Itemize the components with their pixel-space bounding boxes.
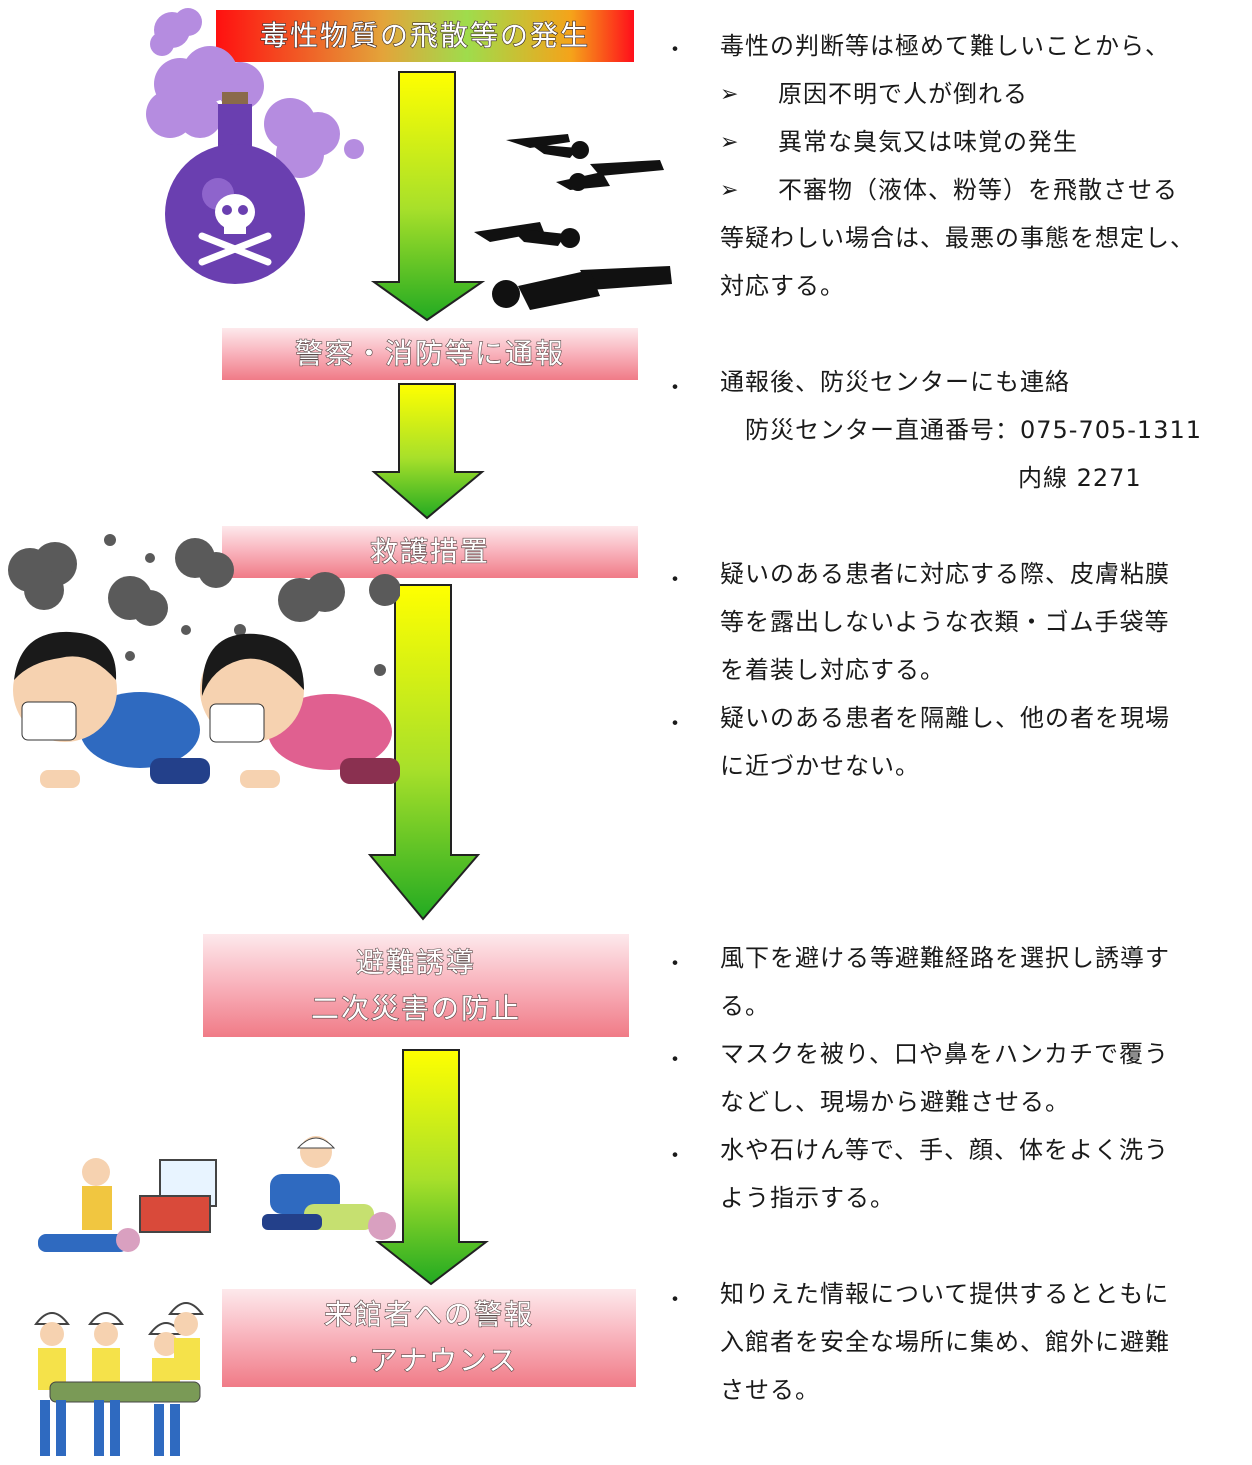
flow-arrow-4: [375, 1049, 489, 1286]
note-line: させる。: [720, 1376, 820, 1404]
flow-arrow-2: [371, 383, 485, 520]
note-line: 疑いのある患者を隔離し、他の者を現場: [720, 704, 1170, 732]
note-line: 風下を避ける等避難経路を選択し誘導す: [720, 944, 1170, 972]
step-toxic-release: 毒性物質の飛散等の発生: [216, 10, 634, 62]
collapsed-people-illustration: [474, 134, 672, 310]
step-toxic-release-label: 毒性物質の飛散等の発生: [259, 18, 590, 52]
note-line: 知りえた情報について提供するとともに: [720, 1280, 1170, 1308]
step-report-label: 警察・消防等に通報: [294, 336, 565, 370]
note-line: を着装し対応する。: [720, 656, 945, 684]
poison-bottle-illustration: [146, 8, 364, 284]
bullet: ・: [664, 1048, 687, 1073]
note-line: 対応する。: [720, 272, 845, 300]
step-rescue: 救護措置: [222, 526, 638, 578]
note-line: 疑いのある患者に対応する際、皮膚粘膜: [720, 560, 1170, 588]
stretcher-team-illustration: [34, 1302, 204, 1456]
phone-number: 防災センター直通番号：075-705-1311: [745, 416, 1203, 444]
bullet: ・: [664, 376, 687, 401]
note-line: 等を露出しないような衣類・ゴム手袋等: [720, 608, 1170, 636]
step-report-police-fire: 警察・消防等に通報: [222, 328, 638, 380]
flow-arrow-1: [370, 71, 486, 322]
bullet: ・: [664, 952, 687, 977]
extension-number: 内線 2271: [1018, 464, 1142, 492]
note-item-1: 原因不明で人が倒れる: [778, 80, 1028, 108]
note-item-3: 不審物（液体、粉等）を飛散させる: [778, 176, 1178, 204]
bullet: ・: [664, 712, 687, 737]
flow-arrow-3: [367, 584, 481, 921]
smoke-evacuees-illustration: [8, 534, 400, 788]
bullet: ・: [664, 568, 687, 593]
rescue-workers-illustration: [38, 1136, 396, 1252]
note-line: などし、現場から避難させる。: [720, 1088, 1070, 1116]
note-line: 等疑わしい場合は、最悪の事態を想定し、: [720, 224, 1195, 252]
step-warning-label-2: ・アナウンス: [339, 1343, 519, 1377]
note-line: 入館者を安全な場所に集め、館外に避難: [720, 1328, 1170, 1356]
note-item-2: 異常な臭気又は味覚の発生: [778, 128, 1078, 156]
step-evacuation-label-1: 避難誘導: [355, 945, 476, 979]
step-rescue-label: 救護措置: [369, 534, 490, 568]
note-line: 水や石けん等で、手、顔、体をよく洗う: [720, 1136, 1170, 1164]
arrow-item-icon: ➢: [720, 130, 739, 155]
note-intro: 毒性の判断等は極めて難しいことから、: [720, 32, 1170, 60]
note-line: 通報後、防災センターにも連絡: [720, 368, 1070, 396]
step-visitor-warning: 来館者への警報 ・アナウンス: [222, 1289, 636, 1387]
step-evacuation-label-2: 二次災害の防止: [310, 991, 521, 1025]
bullet: ・: [664, 1288, 687, 1313]
step-warning-label-1: 来館者への警報: [323, 1297, 534, 1331]
bullet: ・: [664, 1144, 687, 1169]
note-line: よう指示する。: [720, 1184, 895, 1212]
bullet: ・: [664, 38, 687, 63]
arrow-item-icon: ➢: [720, 82, 739, 107]
note-line: る。: [720, 992, 770, 1020]
note-line: に近づかせない。: [720, 752, 920, 780]
note-line: マスクを被り、口や鼻をハンカチで覆う: [720, 1040, 1170, 1068]
step-evacuation: 避難誘導 二次災害の防止: [203, 934, 629, 1037]
arrow-item-icon: ➢: [720, 178, 739, 203]
